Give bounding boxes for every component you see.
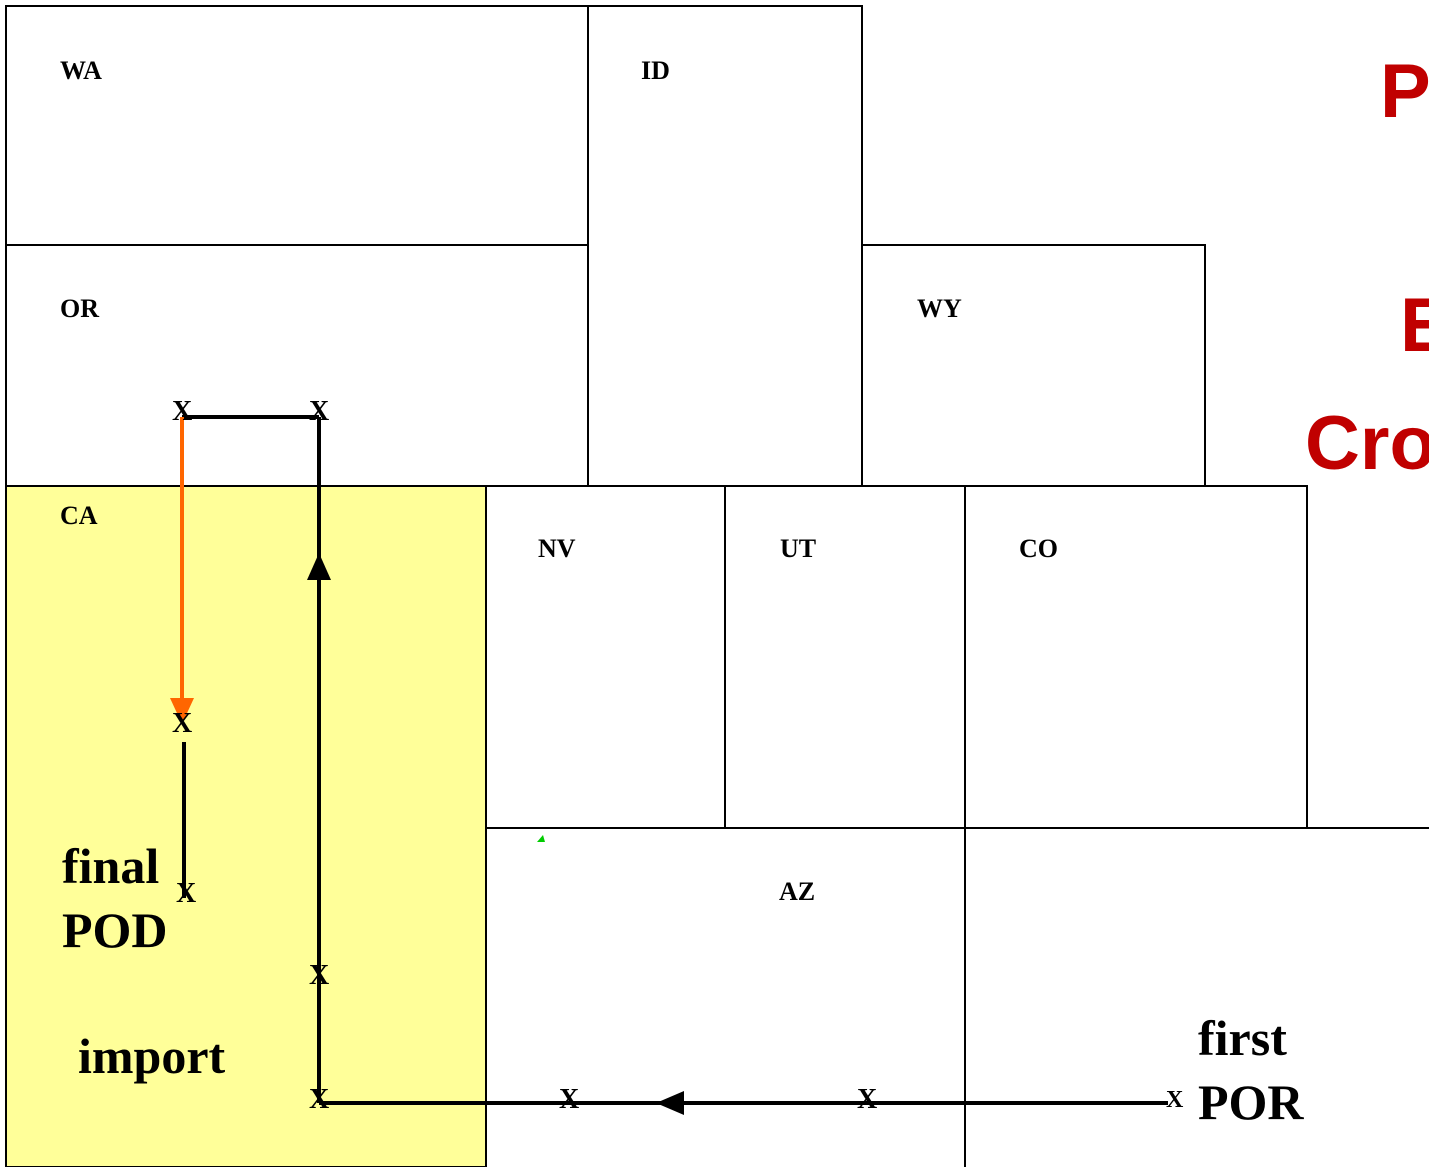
state-ca-region (5, 485, 487, 1167)
orange-arrowhead (170, 698, 194, 724)
marker-x-az-left: X (559, 1084, 580, 1115)
state-wa-region (5, 5, 589, 246)
state-label-wy: WY (917, 294, 962, 323)
marker-x-final-pod: X (176, 878, 197, 909)
title-fragment-1: P (1380, 49, 1429, 134)
state-or-region (5, 244, 589, 487)
state-co-region (964, 485, 1308, 829)
marker-x-or-left: X (172, 396, 193, 427)
state-label-or: OR (60, 294, 99, 323)
state-label-nv: NV (538, 534, 576, 563)
up-arrowhead (307, 553, 331, 580)
title-fragment-2: E (1400, 283, 1429, 368)
marker-x-import-corner: X (309, 1084, 330, 1115)
green-tick-mark (537, 835, 545, 842)
state-label-ut: UT (780, 534, 817, 563)
state-label-ca: CA (60, 501, 98, 530)
marker-x-first-por: X (1166, 1087, 1184, 1113)
label-import: import (78, 1028, 226, 1084)
state-wy-region (861, 244, 1206, 487)
left-arrowhead (656, 1091, 684, 1115)
label-final: final (62, 838, 160, 894)
marker-x-az-right: X (857, 1084, 878, 1115)
state-nv-region (485, 485, 726, 829)
state-id-region (587, 5, 863, 487)
state-label-wa: WA (60, 56, 102, 85)
label-pod: POD (62, 902, 168, 958)
label-por: POR (1198, 1074, 1304, 1130)
marker-x-ca-mid: X (172, 708, 193, 739)
state-label-co: CO (1019, 534, 1058, 563)
marker-x-import-upper: X (309, 960, 330, 991)
state-label-az: AZ (779, 877, 816, 906)
label-first: first (1198, 1010, 1287, 1066)
marker-x-or-right: X (309, 396, 330, 427)
title-fragment-3: Cro (1305, 401, 1429, 486)
state-ut-region (724, 485, 966, 829)
state-label-id: ID (641, 56, 670, 85)
